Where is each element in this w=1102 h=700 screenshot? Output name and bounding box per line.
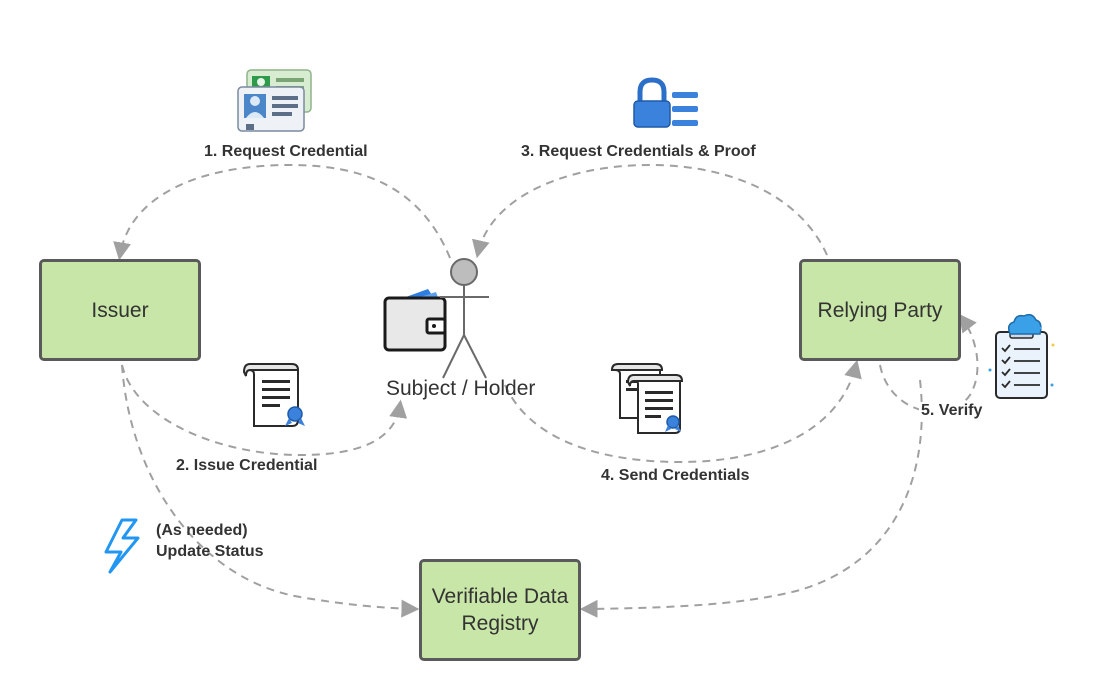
registry-label-line1: Verifiable Data xyxy=(431,585,569,608)
issuer-label: Issuer xyxy=(91,298,149,322)
relying-party-label: Relying Party xyxy=(817,298,943,322)
lightning-icon xyxy=(104,518,140,574)
arrow-request-credentials-proof xyxy=(472,163,828,259)
cloud-checklist-icon xyxy=(988,313,1055,399)
holder-label: Subject / Holder xyxy=(386,377,536,400)
arrow-issue-credential xyxy=(121,364,408,457)
step-request-credentials-proof-label: 3. Request Credentials & Proof xyxy=(521,143,756,160)
relying-party-box: Relying Party xyxy=(799,259,961,361)
step-request-credential-label: 1. Request Credential xyxy=(204,143,368,160)
step-verify-label: 5. Verify xyxy=(919,402,985,420)
holder-stick-figure xyxy=(440,258,489,379)
arrow-verify xyxy=(879,313,979,413)
certificates-stack-icon xyxy=(610,363,684,434)
arrow-update-status xyxy=(121,364,420,618)
arrow-registry-check xyxy=(579,379,923,618)
certificate-icon xyxy=(242,363,305,427)
step-issue-credential-label: 2. Issue Credential xyxy=(176,457,318,474)
id-cards-icon xyxy=(237,69,312,132)
registry-box: Verifiable Data Registry xyxy=(419,559,581,661)
step-update-status-label-line1: (As needed) xyxy=(156,522,248,539)
registry-label-line2: Registry xyxy=(461,612,539,635)
arrow-request-credential xyxy=(113,163,451,261)
step-send-credentials-label: 4. Send Credentials xyxy=(601,467,750,484)
lock-list-icon xyxy=(633,77,698,128)
step-update-status-label-line2: Update Status xyxy=(156,543,264,560)
issuer-box: Issuer xyxy=(39,259,201,361)
wallet-icon xyxy=(383,289,447,352)
arrow-send-credentials xyxy=(504,359,862,464)
